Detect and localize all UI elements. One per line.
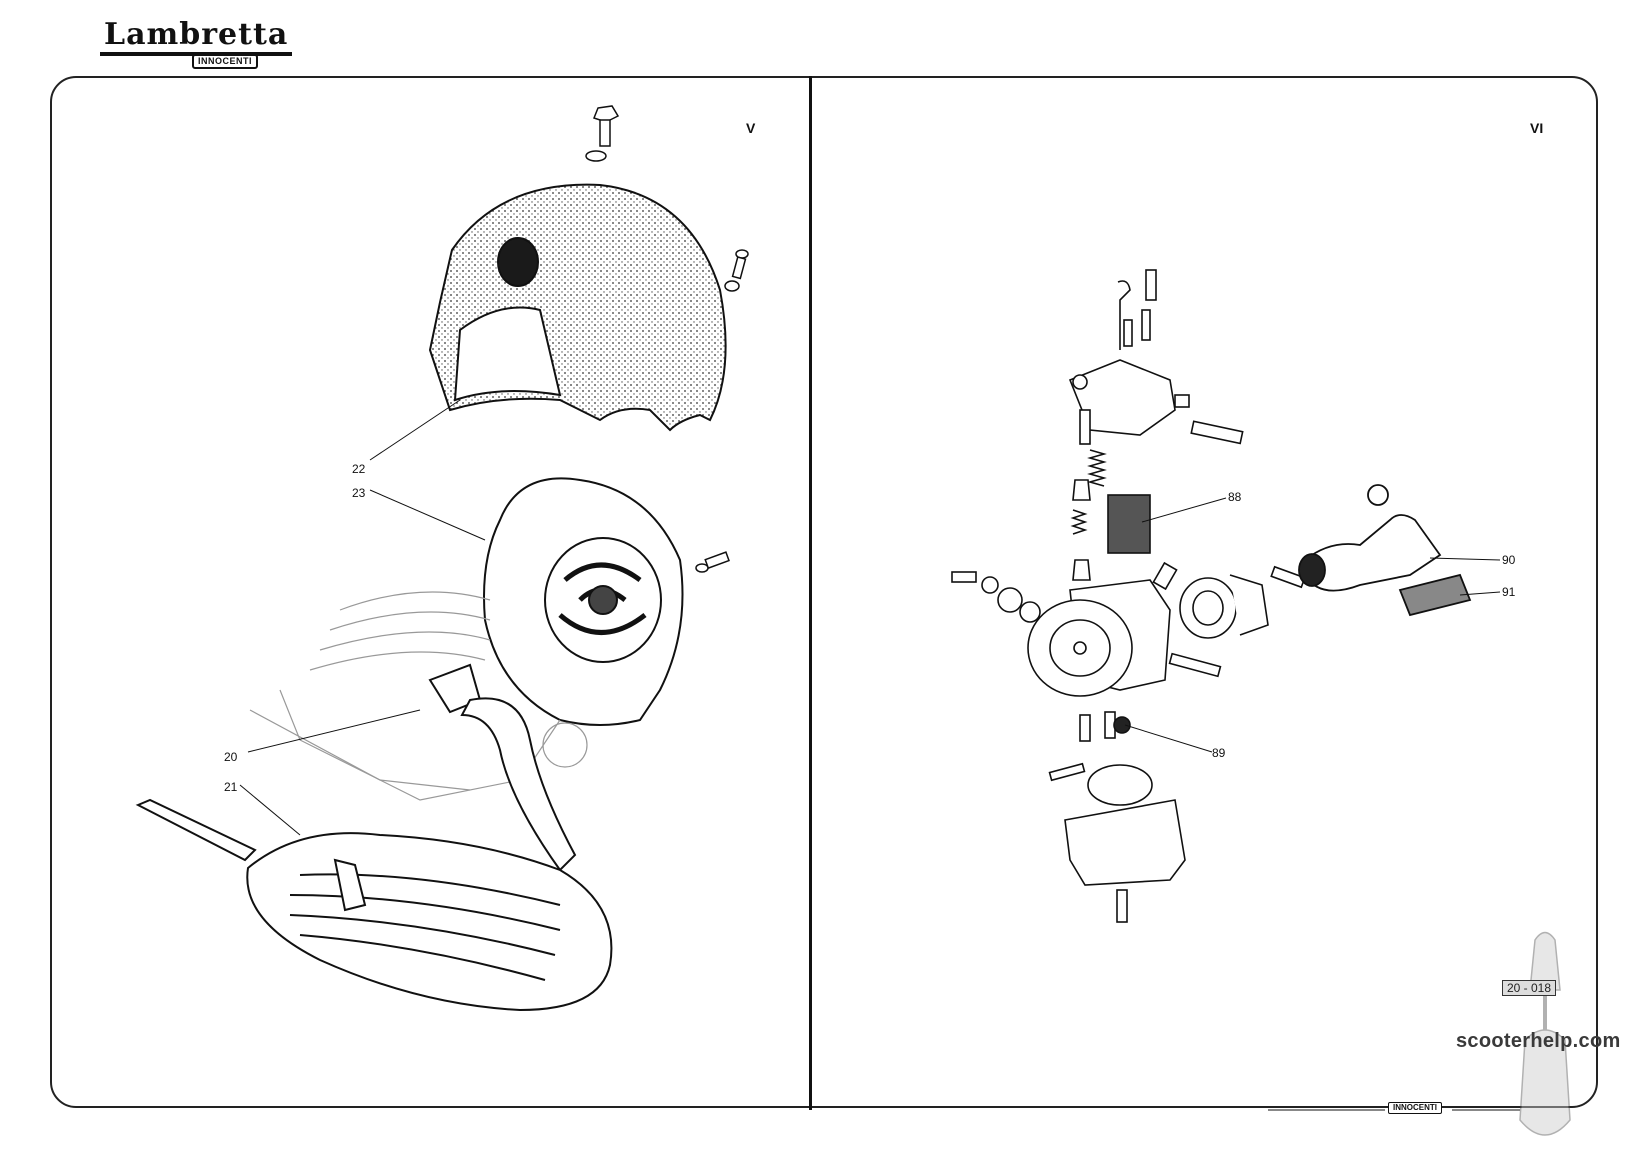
scooter-watermark-icon	[1519, 931, 1571, 1136]
callout-20: 20	[224, 750, 238, 764]
cylinder-cowl	[428, 183, 727, 432]
watermark-stamp: 20 - 018	[1502, 980, 1557, 996]
fan-cover	[483, 477, 684, 726]
panel-divider	[809, 76, 812, 1110]
exhaust-silencer	[135, 798, 613, 1012]
engine-outline	[249, 591, 588, 801]
panel-v-leaders	[239, 399, 486, 836]
cowl-bolt	[585, 105, 620, 162]
brand-logo: Lambretta INNOCENTI	[100, 18, 293, 69]
panel-label-vi: VI	[1530, 120, 1544, 136]
fan-cover-bolt	[695, 551, 730, 573]
footer-innocenti-badge: INNOCENTI	[1388, 1102, 1442, 1114]
callout-23: 23	[352, 486, 366, 500]
callout-89: 89	[1212, 746, 1226, 760]
panel-label-v: V	[746, 120, 756, 136]
watermark-site: scooterhelp.com	[1456, 1030, 1621, 1052]
callout-22: 22	[352, 462, 366, 476]
panel-vi-leaders	[1124, 497, 1501, 753]
intake-manifold	[1298, 484, 1472, 617]
callout-21: 21	[224, 780, 238, 794]
callout-90: 90	[1502, 553, 1516, 567]
brand-maker-badge: INNOCENTI	[192, 54, 258, 69]
carburettor-assembly	[951, 269, 1306, 923]
callout-88: 88	[1228, 490, 1242, 504]
cowl-side-screw	[724, 249, 749, 292]
page-frame	[50, 76, 1598, 1108]
exhaust-pipe	[428, 663, 577, 872]
callout-91: 91	[1502, 585, 1516, 599]
